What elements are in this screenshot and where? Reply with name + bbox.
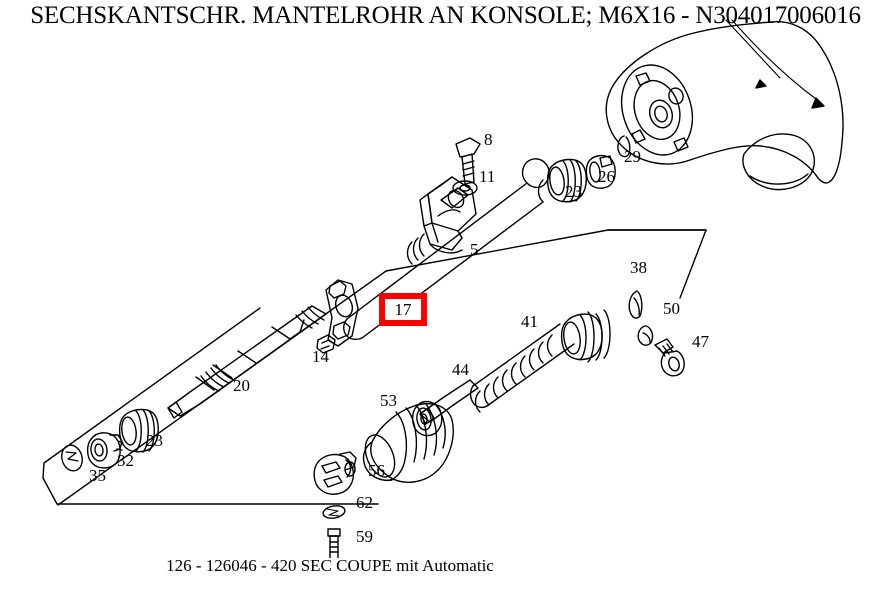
callout-label-23-top: 23 — [565, 182, 582, 201]
callout-label-35: 35 — [89, 466, 106, 485]
highlighted-part-callout[interactable]: 17 — [379, 293, 427, 326]
highlighted-part-number: 17 — [394, 299, 412, 319]
callout-label-38: 38 — [630, 258, 647, 277]
callout-label-32: 32 — [117, 451, 134, 470]
callout-label-20: 20 — [233, 376, 250, 395]
callout-label-8: 8 — [484, 130, 493, 149]
callout-label-50: 50 — [663, 299, 680, 318]
callout-label-41: 41 — [521, 312, 538, 331]
callout-label-5: 5 — [470, 240, 479, 259]
page-title: SECHSKANTSCHR. MANTELROHR AN KONSOLE; M6… — [30, 2, 861, 29]
callout-label-62: 62 — [356, 493, 373, 512]
callout-label-47: 47 — [692, 332, 709, 351]
callout-label-44: 44 — [452, 360, 469, 379]
diagram-artwork — [42, 19, 844, 558]
callout-label-53: 53 — [380, 391, 397, 410]
callout-label-29: 29 — [624, 147, 641, 166]
callout-label-14: 14 — [312, 347, 329, 366]
callout-label-59: 59 — [356, 527, 373, 546]
callout-label-56: 56 — [368, 461, 385, 480]
diagram-caption: 126 - 126046 - 420 SEC COUPE mit Automat… — [166, 556, 494, 575]
callout-label-26: 26 — [598, 167, 615, 186]
callout-label-23-bottom: 23 — [146, 431, 163, 450]
callout-label-11: 11 — [479, 167, 496, 186]
